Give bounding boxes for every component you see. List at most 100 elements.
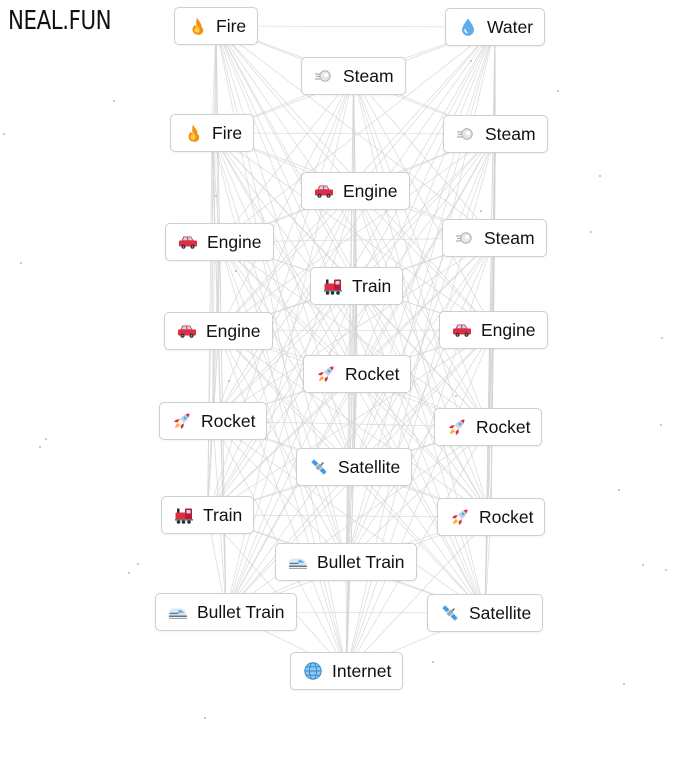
site-logo[interactable]: NEAL.FUN xyxy=(8,6,112,36)
rocket-icon xyxy=(450,507,470,527)
element-label: Rocket xyxy=(345,363,400,384)
connection-line xyxy=(219,75,354,243)
connection-line xyxy=(211,132,358,375)
background-dot xyxy=(618,489,620,491)
element-steam[interactable]: Steam xyxy=(301,57,406,95)
connection-line xyxy=(225,373,358,613)
connection-line xyxy=(353,466,486,614)
element-label: Steam xyxy=(484,227,535,248)
connection-line xyxy=(212,285,357,422)
element-rocket[interactable]: Rocket xyxy=(434,408,543,446)
element-satellite[interactable]: Satellite xyxy=(427,594,544,632)
background-dot xyxy=(623,683,625,685)
background-dot xyxy=(113,100,115,102)
element-satellite[interactable]: Satellite xyxy=(296,448,413,486)
background-dot xyxy=(45,438,47,440)
element-rocket[interactable]: Rocket xyxy=(437,498,546,536)
connection-line xyxy=(345,426,489,563)
element-label: Fire xyxy=(216,15,247,36)
element-label: Engine xyxy=(481,319,536,340)
connection-line xyxy=(215,25,495,239)
element-label: Fire xyxy=(212,122,243,143)
connection-line xyxy=(355,190,494,331)
background-dot xyxy=(590,231,592,233)
element-rocket[interactable]: Rocket xyxy=(159,402,268,440)
element-engine[interactable]: Engine xyxy=(439,311,548,349)
background-dot xyxy=(660,424,662,426)
element-label: Rocket xyxy=(476,416,531,437)
element-label: Train xyxy=(203,504,243,525)
element-train[interactable]: Train xyxy=(161,496,255,534)
connection-line xyxy=(212,420,486,614)
car-icon xyxy=(177,321,197,341)
background-dot xyxy=(228,380,230,382)
element-bullet-train[interactable]: Bullet Train xyxy=(155,593,297,631)
background-dot xyxy=(470,60,472,62)
connection-line xyxy=(353,75,494,331)
element-fire[interactable]: Fire xyxy=(174,7,259,45)
water-drop-icon xyxy=(458,17,478,37)
element-engine[interactable]: Engine xyxy=(164,312,273,350)
element-engine[interactable]: Engine xyxy=(165,223,274,261)
connection-line xyxy=(225,237,495,613)
connection-line xyxy=(225,426,489,613)
connection-line xyxy=(356,285,489,428)
background-dot xyxy=(599,175,601,177)
connection-line xyxy=(355,190,489,428)
steam-icon xyxy=(456,124,476,144)
element-steam[interactable]: Steam xyxy=(443,115,548,153)
bullet-train-icon xyxy=(288,552,308,572)
element-label: Rocket xyxy=(201,410,256,431)
connection-line xyxy=(207,241,220,516)
element-steam[interactable]: Steam xyxy=(442,219,547,257)
rocket-icon xyxy=(172,411,192,431)
car-icon xyxy=(314,181,334,201)
element-label: Satellite xyxy=(338,456,401,477)
element-water[interactable]: Water xyxy=(445,8,546,46)
satellite-icon xyxy=(309,457,329,477)
connection-line xyxy=(219,241,355,468)
connection-line xyxy=(225,190,356,613)
background-dot xyxy=(137,563,139,565)
connection-line xyxy=(353,329,494,468)
background-dot xyxy=(432,661,434,663)
connection-line xyxy=(207,133,496,516)
connection-line xyxy=(353,75,489,428)
satellite-icon xyxy=(440,603,460,623)
rocket-icon xyxy=(316,364,336,384)
connection-line xyxy=(207,329,494,516)
element-label: Engine xyxy=(206,320,261,341)
connection-line xyxy=(356,373,492,518)
element-internet[interactable]: Internet xyxy=(290,652,404,690)
connection-line xyxy=(219,241,347,563)
element-engine[interactable]: Engine xyxy=(301,172,410,210)
background-dot xyxy=(39,446,41,448)
connection-line xyxy=(218,133,496,332)
connection-line xyxy=(218,75,354,332)
connection-line xyxy=(346,237,495,672)
element-fire[interactable]: Fire xyxy=(170,114,255,152)
connection-line xyxy=(225,285,357,613)
car-icon xyxy=(178,232,198,252)
connection-line xyxy=(211,132,347,672)
element-train[interactable]: Train xyxy=(310,267,404,305)
background-dot xyxy=(20,262,22,264)
locomotive-icon xyxy=(323,276,343,296)
background-dot xyxy=(128,572,130,574)
connection-line xyxy=(356,285,492,518)
connection-line xyxy=(218,330,227,613)
connection-line xyxy=(356,133,496,287)
element-rocket[interactable]: Rocket xyxy=(303,355,412,393)
connection-line xyxy=(355,26,496,192)
element-label: Satellite xyxy=(469,602,532,623)
connection-line xyxy=(219,241,486,614)
background-dot xyxy=(665,569,667,571)
element-label: Bullet Train xyxy=(317,551,405,572)
element-label: Train xyxy=(352,275,392,296)
connection-line xyxy=(346,516,492,672)
connection-line xyxy=(219,241,489,428)
element-bullet-train[interactable]: Bullet Train xyxy=(275,543,417,581)
connection-line xyxy=(212,190,356,422)
connection-line xyxy=(225,466,355,613)
